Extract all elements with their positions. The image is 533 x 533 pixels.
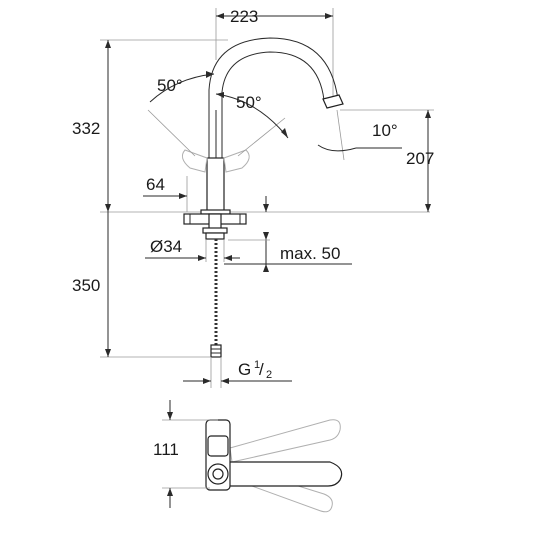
plan-depth-label: 111 <box>153 440 179 459</box>
supply-hose <box>210 239 222 358</box>
spout-height-label: 207 <box>406 149 434 168</box>
base-offset-label: 64 <box>146 175 165 194</box>
plan-view <box>205 419 343 513</box>
plan-depth-dimension: 111 <box>153 400 218 508</box>
connection-dimension: G 1 / 2 <box>183 357 292 388</box>
connection-g-label: G <box>238 360 251 379</box>
angle-spout-label: 10° <box>372 121 398 140</box>
angle-spout: 10° <box>317 109 402 161</box>
lever-ghost-right <box>223 117 286 173</box>
hole-diameter-dimension: Ø34 <box>145 237 240 262</box>
connection-fraction-num: 1 <box>254 359 260 371</box>
hose-length-label: 350 <box>72 276 100 295</box>
hose-length-dimension: 350 <box>72 212 210 358</box>
angle-left: 50° <box>149 71 215 103</box>
lever-ghost-left <box>147 109 208 173</box>
total-height-dimension: 332 <box>72 39 430 213</box>
faucet-body <box>200 37 344 215</box>
width-label: 223 <box>230 7 258 26</box>
max-thickness-label: max. 50 <box>280 244 340 263</box>
angle-left-label: 50° <box>157 76 183 95</box>
spout-height-dimension: 207 <box>340 109 434 212</box>
connection-fraction-den: 2 <box>266 369 272 381</box>
connection-fraction-slash: / <box>259 360 264 379</box>
max-thickness-dimension: max. 50 <box>224 232 352 272</box>
mounting-shank <box>183 213 247 240</box>
angle-right: 50° <box>215 92 289 139</box>
total-height-label: 332 <box>72 119 100 138</box>
angle-right-label: 50° <box>236 93 262 112</box>
base-offset-dimension: 64 <box>143 175 269 212</box>
hole-diameter-label: Ø34 <box>150 237 182 256</box>
width-dimension: 223 <box>215 7 334 100</box>
